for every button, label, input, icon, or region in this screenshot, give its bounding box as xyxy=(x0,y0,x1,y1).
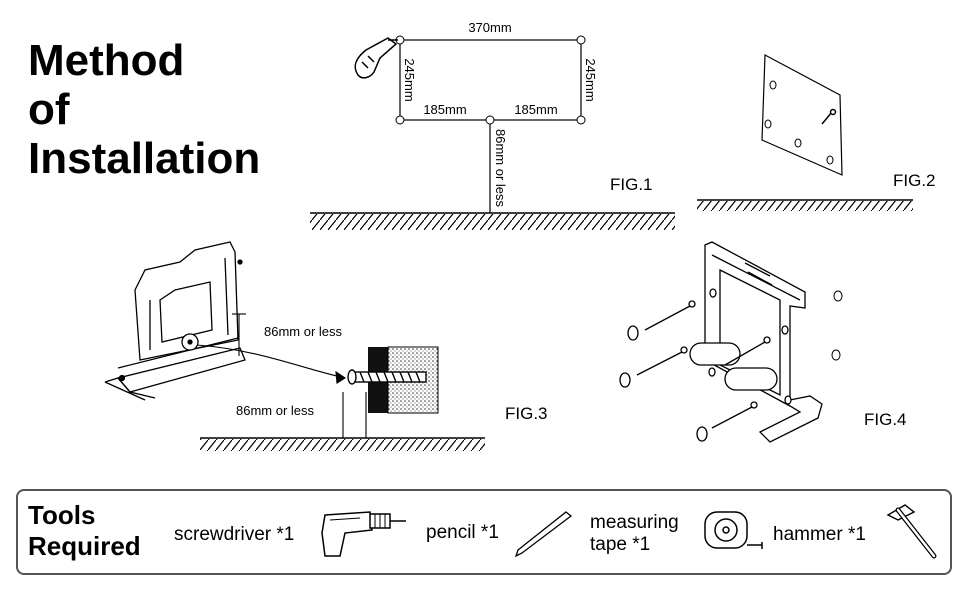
fig4-screw-icon xyxy=(627,300,696,341)
tools-required-title: Tools Required xyxy=(28,500,141,562)
fig2-hole xyxy=(764,119,772,129)
fig3-dimension-lines xyxy=(196,313,367,438)
fig2-hole xyxy=(826,155,834,165)
tool-screwdriver-label: screwdriver *1 xyxy=(174,524,295,545)
fig1-marker xyxy=(485,115,495,125)
tool-measuring-line2: tape *1 xyxy=(590,534,651,555)
pencil-icon xyxy=(514,511,573,558)
title-line-method: Method xyxy=(28,36,185,85)
title-line-installation: Installation xyxy=(28,134,261,183)
fig3-caption: FIG.3 xyxy=(505,404,548,423)
fig2-screw-icon xyxy=(821,108,837,125)
fig4-caption: FIG.4 xyxy=(864,410,907,429)
tools-required-panel xyxy=(16,489,952,575)
fig4-wall-hole xyxy=(831,349,841,361)
tool-measuring-line1: measuring xyxy=(590,512,679,533)
fig1-half-right-label: 185mm xyxy=(514,102,557,117)
fig3-lower-dimension-label: 86mm or less xyxy=(236,403,315,418)
tools-title-line1: Tools xyxy=(28,500,96,530)
tool-measuring-tape-label: measuring tape *1 xyxy=(590,512,679,556)
fig3-diagram: 86mm or less 86mm or less FIG.3 xyxy=(104,241,548,451)
fig1-caption: FIG.1 xyxy=(610,175,653,194)
title-line-of: of xyxy=(28,85,70,134)
fig3-screw-icon xyxy=(347,369,427,385)
fig1-diagram: 370mm 245mm 245mm 185mm 185mm 86mm or le… xyxy=(310,20,675,230)
fig3-wall-rack xyxy=(104,241,246,401)
fig4-screw-icon xyxy=(696,401,758,442)
fig2-wall-panel xyxy=(761,54,843,176)
fig3-ground xyxy=(200,437,485,451)
fig1-height-left-label: 245mm xyxy=(402,58,417,101)
fig2-ground xyxy=(697,199,913,211)
fig1-marker xyxy=(576,35,586,45)
fig1-width-label: 370mm xyxy=(468,20,511,35)
fig3-upper-dimension-label: 86mm or less xyxy=(264,324,343,339)
fig4-wall-rack xyxy=(689,241,823,443)
tools-title-line2: Required xyxy=(28,531,141,561)
hammer-icon xyxy=(886,504,937,559)
fig1-marker xyxy=(576,115,586,125)
fig1-half-left-label: 185mm xyxy=(423,102,466,117)
fig4-screw-icon xyxy=(724,336,771,366)
fig2-hole xyxy=(769,80,777,90)
tool-pencil-label: pencil *1 xyxy=(426,522,499,543)
fig1-marker xyxy=(395,115,405,125)
fig2-hole xyxy=(794,138,802,148)
fig4-screw-icon xyxy=(619,346,688,388)
fig1-pencil-hand-icon xyxy=(354,37,398,79)
fig1-height-right-label: 245mm xyxy=(583,58,598,101)
page-title: Method of Installation xyxy=(28,36,288,183)
fig1-ground xyxy=(310,212,675,230)
fig1-floor-gap-label: 86mm or less xyxy=(493,129,508,208)
screwdriver-icon xyxy=(321,511,406,557)
fig4-diagram: FIG.4 xyxy=(619,241,907,443)
fig4-wall-hole xyxy=(833,290,843,302)
fig2-caption: FIG.2 xyxy=(893,171,936,190)
measuring-tape-icon xyxy=(704,511,763,549)
tool-hammer-label: hammer *1 xyxy=(773,524,866,545)
fig2-diagram: FIG.2 xyxy=(697,54,936,211)
